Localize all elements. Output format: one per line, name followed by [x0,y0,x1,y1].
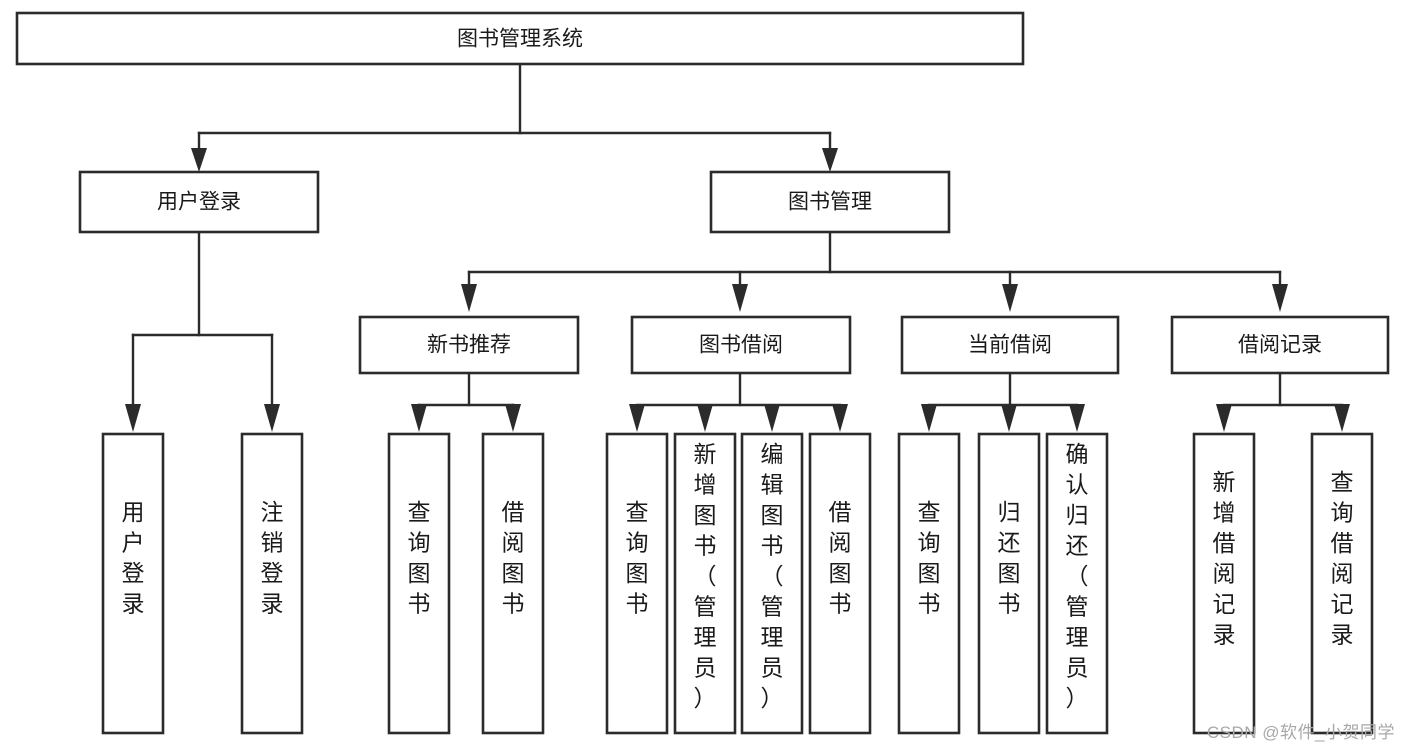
node-leaf-edit-book[interactable]: 编辑图书（管理员） [740,432,804,735]
node-current-borrow[interactable]: 当前借阅 [900,315,1120,375]
node-leaf-return-book-box[interactable] [977,432,1041,735]
node-leaf-return-book-label: 归还图书 [998,499,1021,617]
node-user-login[interactable]: 用户登录 [78,170,320,234]
node-borrow-record-box[interactable] [1170,315,1390,375]
node-borrow-record-label: 借阅记录 [1238,334,1322,357]
node-leaf-query-book-3-box[interactable] [897,432,961,735]
node-borrow-record[interactable]: 借阅记录 [1170,315,1390,375]
node-book-borrow-label: 图书借阅 [699,334,783,357]
arrow-to-bookmanage-icon [822,148,838,172]
node-book-manage-label: 图书管理 [788,191,872,214]
arrow-leaf-user-login-icon [125,404,141,432]
connector-group-book-manage [461,230,1288,312]
node-root[interactable]: 图书管理系统 [15,11,1025,66]
arrow-leaf-edit-book-icon [764,404,780,432]
node-leaf-logout[interactable]: 注销登录 [240,432,304,735]
node-book-borrow[interactable]: 图书借阅 [630,315,852,375]
arrow-to-userlogin-icon [191,148,207,172]
arrow-leaf-add-book-icon [697,404,713,432]
arrow-leaf-borrow-book-1-icon [505,404,521,432]
node-leaf-borrow-book-2-label: 借阅图书 [829,499,852,617]
node-leaf-user-login-box[interactable] [101,432,165,735]
node-leaf-add-book-label: 新增图书（管理员） [694,441,717,711]
node-leaf-add-record[interactable]: 新增借阅记录 [1192,432,1256,735]
arrow-leaf-return-book-icon [1001,404,1017,432]
arrow-leaf-borrow-book-2-icon [832,404,848,432]
node-leaf-query-book-2[interactable]: 查询图书 [605,432,669,735]
arrow-to-newbookrec-icon [461,284,477,312]
node-current-borrow-label: 当前借阅 [968,334,1052,357]
connector-group-book-borrow [629,371,848,432]
node-leaf-borrow-book-2-box[interactable] [808,432,872,735]
node-new-book-rec-box[interactable] [358,315,580,375]
node-leaf-borrow-book-1-box[interactable] [481,432,545,735]
node-leaf-query-book-3[interactable]: 查询图书 [897,432,961,735]
arrow-leaf-confirm-return-icon [1069,404,1085,432]
node-leaf-add-record-box[interactable] [1192,432,1256,735]
arrow-leaf-query-book-3-icon [921,404,937,432]
node-book-manage[interactable]: 图书管理 [709,170,951,234]
node-book-borrow-box[interactable] [630,315,852,375]
node-leaf-query-book-1-box[interactable] [387,432,451,735]
arrow-to-currentborrow-icon [1002,284,1018,312]
node-leaf-query-record[interactable]: 查询借阅记录 [1310,432,1374,735]
node-leaf-query-book-2-label: 查询图书 [626,499,649,617]
node-leaf-borrow-book-1-label: 借阅图书 [502,499,525,617]
node-leaf-logout-box[interactable] [240,432,304,735]
node-leaf-query-book-1[interactable]: 查询图书 [387,432,451,735]
node-book-manage-box[interactable] [709,170,951,234]
node-leaf-return-book[interactable]: 归还图书 [977,432,1041,735]
node-leaf-query-book-2-box[interactable] [605,432,669,735]
arrow-leaf-add-record-icon [1216,404,1232,432]
node-leaf-query-book-1-label: 查询图书 [408,499,431,617]
node-root-box[interactable] [15,11,1025,66]
arrow-leaf-query-record-icon [1334,404,1350,432]
node-root-label: 图书管理系统 [457,28,583,51]
connector-group-root [191,62,838,172]
node-new-book-rec[interactable]: 新书推荐 [358,315,580,375]
connector-group-new-book-rec [411,371,521,432]
node-leaf-confirm-return[interactable]: 确认归还（管理员） [1045,432,1109,735]
arrow-leaf-logout-icon [264,404,280,432]
connector-group-borrow-record [1216,371,1350,432]
arrow-leaf-query-book-1-icon [411,404,427,432]
node-leaf-logout-label: 注销登录 [261,499,284,617]
node-leaf-confirm-return-label: 确认归还（管理员） [1066,441,1089,711]
arrow-leaf-query-book-2-icon [629,404,645,432]
node-new-book-rec-label: 新书推荐 [427,334,511,357]
connector-group-current-borrow [921,371,1085,432]
node-leaf-query-record-label: 查询借阅记录 [1331,469,1354,648]
node-leaf-user-login-label: 用户登录 [122,499,145,617]
node-leaf-user-login[interactable]: 用户登录 [101,432,165,735]
node-leaf-borrow-book-2[interactable]: 借阅图书 [808,432,872,735]
node-user-login-box[interactable] [78,170,320,234]
csdn-watermark: CSDN @软件_小贺同学 [1206,723,1395,742]
node-user-login-label: 用户登录 [157,191,241,214]
node-leaf-add-record-label: 新增借阅记录 [1213,469,1236,648]
node-leaf-edit-book-box[interactable] [740,432,804,735]
arrow-to-bookborrow-icon [732,284,748,312]
node-leaf-add-book[interactable]: 新增图书（管理员） [673,432,737,735]
node-leaf-query-record-box[interactable] [1310,432,1374,735]
arrow-to-borrowrecord-icon [1272,284,1288,312]
node-leaf-query-book-3-label: 查询图书 [918,499,941,617]
node-leaf-confirm-return-box[interactable] [1045,432,1109,735]
node-leaf-edit-book-label: 编辑图书（管理员） [761,441,784,711]
node-leaf-borrow-book-1[interactable]: 借阅图书 [481,432,545,735]
node-leaf-add-book-box[interactable] [673,432,737,735]
connector-group-user-login [125,230,280,432]
node-current-borrow-box[interactable] [900,315,1120,375]
